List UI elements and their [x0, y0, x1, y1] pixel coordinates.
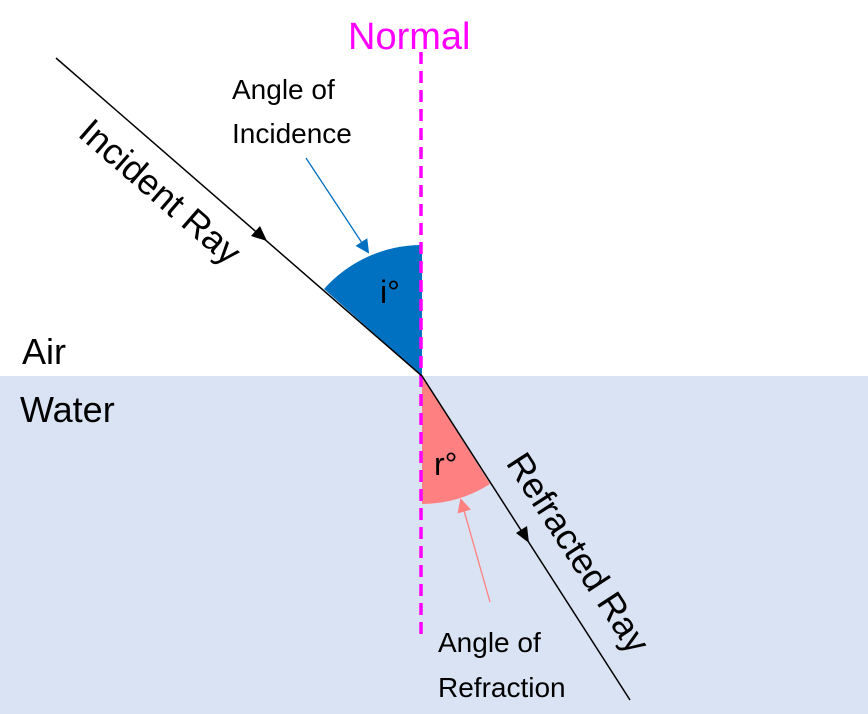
incidence-pointer-line	[305, 157, 370, 254]
angle-of-refraction-line-2: Refraction	[438, 672, 566, 703]
normal-label: Normal	[348, 16, 471, 58]
angle-of-refraction-line-1: Angle of	[438, 627, 541, 658]
angle-of-refraction-sector	[422, 376, 490, 504]
angle-of-incidence-sector	[324, 245, 422, 376]
angle-of-refraction-label: Angle of Refraction	[438, 620, 566, 710]
water-label: Water	[20, 389, 115, 430]
angle-of-incidence-label: Angle of Incidence	[232, 68, 352, 156]
refraction-angle-symbol: r°	[434, 446, 458, 482]
angle-of-incidence-line-1: Angle of	[232, 74, 335, 105]
incident-ray-arrowhead	[251, 226, 267, 241]
refracted-ray-arrowhead	[516, 526, 529, 543]
incident-ray-line	[55, 57, 423, 377]
air-label: Air	[22, 331, 66, 372]
incidence-angle-symbol: i°	[380, 274, 400, 310]
angle-of-incidence-line-2: Incidence	[232, 118, 352, 149]
refraction-pointer-line	[457, 498, 491, 603]
